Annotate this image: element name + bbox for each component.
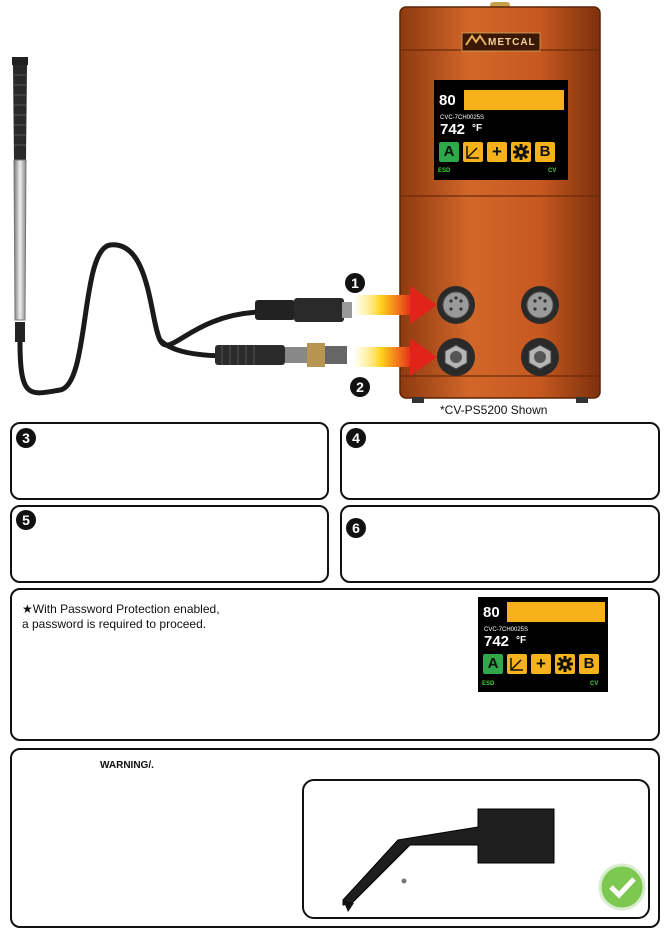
actual-temperature: 742 bbox=[440, 121, 466, 138]
star-icon: ★ bbox=[22, 602, 33, 616]
step-5-badge: 5 bbox=[16, 510, 36, 530]
graph-icon[interactable] bbox=[463, 142, 483, 162]
setpoint-bar bbox=[464, 90, 564, 110]
display-button-a[interactable]: A bbox=[439, 142, 459, 162]
password-note-text: With Password Protection enabled, a pass… bbox=[22, 602, 220, 631]
password-display: 80 CVC-7CH0025S 742 °F A + B ESD CV bbox=[478, 597, 608, 692]
display-button-plus[interactable]: + bbox=[531, 654, 551, 674]
display-button-b[interactable]: B bbox=[535, 142, 555, 162]
cv-label: CV bbox=[548, 168, 557, 174]
metcal-logo-icon bbox=[465, 34, 487, 46]
step-5-panel bbox=[10, 505, 329, 583]
step-3-badge: 3 bbox=[16, 428, 36, 448]
gear-icon[interactable] bbox=[555, 654, 575, 674]
step-6-badge: 6 bbox=[346, 518, 366, 538]
model-number: CVC-7CH0025S bbox=[440, 115, 485, 121]
actual-temperature: 742 bbox=[484, 633, 510, 650]
esd-label: ESD bbox=[438, 168, 451, 174]
step-4-badge: 4 bbox=[346, 428, 366, 448]
setpoint-temperature: 80 bbox=[439, 92, 456, 109]
step-3-panel bbox=[10, 422, 329, 500]
display-button-b[interactable]: B bbox=[579, 654, 599, 674]
port-upper-left bbox=[437, 286, 475, 324]
step-2-badge: 2 bbox=[350, 377, 370, 397]
station-display: 80 CVC-7CH0025S 742 °F A + B ESD CV bbox=[434, 80, 568, 180]
tip-tool-overlay bbox=[342, 808, 646, 912]
port-lower-right bbox=[521, 338, 559, 376]
warning-label: WARNING/. bbox=[100, 760, 154, 771]
brand-logo: METCAL bbox=[488, 37, 536, 48]
password-note: ★With Password Protection enabled, a pas… bbox=[22, 602, 222, 632]
check-icon bbox=[598, 863, 646, 911]
setpoint-temperature: 80 bbox=[483, 604, 500, 621]
soldering-handpiece bbox=[12, 57, 352, 396]
step-6-panel bbox=[340, 505, 660, 583]
model-caption: *CV-PS5200 Shown bbox=[440, 403, 548, 417]
display-button-plus[interactable]: + bbox=[487, 142, 507, 162]
arrow-icon bbox=[355, 286, 437, 324]
temperature-unit: °F bbox=[516, 635, 527, 646]
port-upper-right bbox=[521, 286, 559, 324]
step-1-badge: 1 bbox=[345, 273, 365, 293]
display-button-a[interactable]: A bbox=[483, 654, 503, 674]
esd-label: ESD bbox=[482, 681, 495, 687]
graph-icon[interactable] bbox=[507, 654, 527, 674]
power-supply-unit bbox=[399, 2, 601, 403]
model-number: CVC-7CH0025S bbox=[484, 627, 529, 633]
step-4-panel bbox=[340, 422, 660, 500]
cv-label: CV bbox=[590, 681, 599, 687]
gear-icon[interactable] bbox=[511, 142, 531, 162]
port-lower-left bbox=[437, 338, 475, 376]
setpoint-bar bbox=[507, 602, 605, 622]
arrow-icon bbox=[355, 338, 437, 376]
temperature-unit: °F bbox=[472, 123, 483, 134]
